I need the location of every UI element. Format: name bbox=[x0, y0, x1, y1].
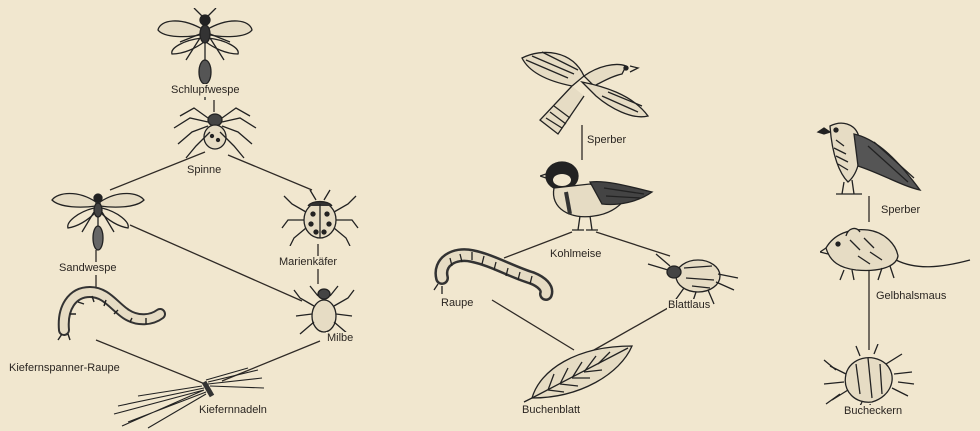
label-milbe: Milbe bbox=[326, 332, 354, 345]
label-schlupfwespe: Schlupfwespe bbox=[170, 84, 241, 97]
label-raupe: Raupe bbox=[440, 297, 474, 310]
label-sperber-3: Sperber bbox=[880, 204, 921, 217]
kiefernspanner-raupe-icon bbox=[56, 284, 166, 342]
label-kohlmeise: Kohlmeise bbox=[549, 248, 602, 261]
sperber-icon bbox=[512, 46, 652, 138]
label-sandwespe: Sandwespe bbox=[58, 262, 118, 275]
label-kiefernnadeln: Kiefernnadeln bbox=[198, 404, 268, 417]
label-buchenblatt: Buchenblatt bbox=[521, 404, 581, 417]
gelbhalsmaus-icon bbox=[820, 220, 974, 282]
label-marienkaefer: Marienkäfer bbox=[278, 256, 338, 269]
sandwespe-icon bbox=[48, 186, 148, 252]
label-gelbhalsmaus: Gelbhalsmaus bbox=[875, 290, 947, 303]
spinne-icon bbox=[172, 104, 258, 160]
marienkaefer-icon bbox=[280, 188, 360, 246]
buchenblatt-icon bbox=[520, 340, 640, 404]
buchecker-icon bbox=[816, 344, 916, 414]
kiefernnadeln-icon bbox=[108, 366, 268, 430]
link-spinne-marienkaefer bbox=[228, 155, 312, 190]
label-sperber-2: Sperber bbox=[586, 134, 627, 147]
label-buchecker: Bucheckern bbox=[843, 405, 903, 418]
sperber-3-icon bbox=[812, 116, 924, 196]
kohlmeise-icon bbox=[540, 158, 656, 234]
raupe-icon bbox=[432, 248, 556, 302]
label-kiefernspanner-raupe: Kiefernspanner-Raupe bbox=[8, 362, 121, 375]
label-spinne: Spinne bbox=[186, 164, 222, 177]
label-blattlaus: Blattlaus bbox=[667, 299, 711, 312]
blattlaus-icon bbox=[644, 250, 740, 306]
